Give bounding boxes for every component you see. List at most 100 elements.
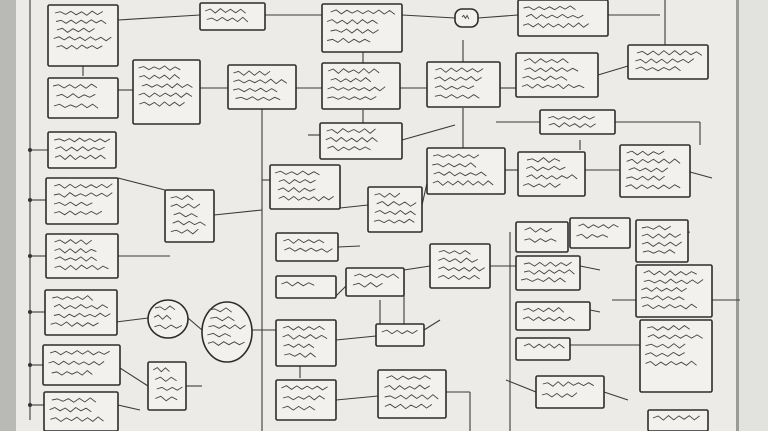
handwritten-text bbox=[153, 314, 172, 320]
handwritten-text bbox=[278, 179, 316, 185]
handwritten-text bbox=[330, 9, 396, 15]
handwritten-text bbox=[278, 195, 334, 202]
handwritten-text bbox=[327, 37, 371, 44]
handwritten-text bbox=[373, 218, 415, 224]
handwritten-text bbox=[54, 154, 106, 161]
handwritten-text bbox=[641, 286, 687, 293]
handwritten-text bbox=[432, 153, 480, 159]
connector-line bbox=[597, 65, 629, 76]
connector-line bbox=[117, 14, 201, 21]
handwritten-text bbox=[520, 277, 566, 283]
connector-line bbox=[579, 265, 601, 271]
handwritten-text bbox=[170, 195, 194, 201]
handwritten-text bbox=[170, 203, 201, 209]
handwritten-text bbox=[50, 416, 104, 423]
handwritten-text bbox=[49, 406, 92, 413]
handwritten-text bbox=[522, 316, 576, 322]
handwritten-text bbox=[284, 247, 333, 253]
connector-line bbox=[403, 265, 431, 271]
junction-dot bbox=[28, 363, 32, 367]
handwritten-text bbox=[330, 77, 372, 83]
handwritten-text bbox=[524, 67, 579, 73]
handwritten-text bbox=[48, 360, 105, 366]
handwritten-text bbox=[206, 16, 249, 23]
flowchart-box bbox=[619, 144, 691, 198]
handwritten-text bbox=[56, 27, 95, 33]
flowchart-box bbox=[47, 131, 117, 169]
whiteboard-frame-left bbox=[0, 0, 16, 431]
connector-line bbox=[117, 404, 141, 411]
flowchart-box bbox=[429, 243, 491, 289]
handwritten-text bbox=[525, 165, 566, 172]
handwritten-text bbox=[138, 92, 193, 98]
handwritten-text bbox=[208, 307, 233, 313]
handwritten-text bbox=[155, 395, 178, 402]
flowchart-box bbox=[515, 337, 571, 361]
flowchart-box bbox=[275, 275, 337, 299]
handwritten-text bbox=[277, 187, 316, 193]
connector-line bbox=[335, 335, 377, 341]
handwritten-text bbox=[233, 87, 278, 93]
flowchart-box bbox=[227, 64, 297, 110]
handwritten-text bbox=[53, 183, 113, 189]
handwritten-text bbox=[52, 83, 98, 89]
handwritten-text bbox=[56, 93, 96, 99]
flowchart-box bbox=[47, 77, 119, 119]
handwritten-text bbox=[207, 332, 232, 338]
handwritten-text bbox=[54, 256, 97, 262]
handwritten-text bbox=[325, 136, 378, 143]
handwritten-text bbox=[284, 352, 316, 358]
connector-line bbox=[603, 391, 629, 401]
handwritten-text bbox=[523, 343, 565, 349]
handwritten-text bbox=[51, 370, 93, 376]
handwritten-text bbox=[641, 233, 682, 239]
flowchart-box bbox=[535, 375, 605, 409]
handwritten-text bbox=[53, 303, 109, 310]
handwritten-text bbox=[274, 170, 320, 176]
handwritten-text bbox=[374, 209, 416, 216]
handwritten-text bbox=[652, 415, 700, 421]
handwritten-text bbox=[281, 385, 328, 391]
handwritten-text bbox=[55, 19, 107, 25]
handwritten-text bbox=[54, 137, 111, 143]
handwritten-text bbox=[53, 192, 113, 198]
handwritten-text bbox=[642, 249, 676, 254]
handwritten-text bbox=[635, 66, 681, 72]
connector-line bbox=[477, 14, 519, 19]
handwritten-text bbox=[235, 96, 281, 101]
handwritten-text bbox=[205, 8, 246, 14]
handwritten-text bbox=[52, 295, 94, 301]
handwritten-text bbox=[524, 238, 557, 243]
flowchart-box bbox=[164, 189, 215, 243]
handwritten-text bbox=[233, 70, 271, 76]
handwritten-text bbox=[434, 94, 480, 99]
junction-dot bbox=[28, 254, 32, 258]
flowchart-box bbox=[647, 409, 709, 431]
junction-dot bbox=[28, 198, 32, 202]
handwritten-text bbox=[438, 266, 485, 272]
handwritten-text bbox=[523, 307, 565, 313]
connector-line bbox=[213, 209, 263, 216]
flowchart-box bbox=[517, 0, 609, 37]
handwritten-text bbox=[526, 157, 561, 163]
flowchart-box bbox=[639, 319, 713, 393]
handwritten-text bbox=[386, 375, 431, 381]
flowchart-box bbox=[44, 289, 118, 336]
connector-line bbox=[401, 124, 456, 141]
handwritten-text bbox=[154, 305, 176, 311]
connector-line bbox=[339, 204, 369, 209]
ellipse-node bbox=[201, 301, 253, 363]
handwritten-text bbox=[156, 386, 183, 391]
handwritten-text bbox=[523, 261, 572, 267]
handwritten-text bbox=[522, 22, 589, 29]
handwritten-text bbox=[643, 270, 697, 276]
flowchart-box bbox=[321, 3, 403, 53]
connector-line bbox=[115, 317, 149, 323]
handwritten-text bbox=[53, 103, 99, 109]
handwritten-text bbox=[352, 282, 383, 288]
handwritten-text bbox=[56, 44, 103, 50]
handwritten-text bbox=[525, 13, 584, 20]
handwritten-text bbox=[438, 257, 478, 264]
flowchart-box bbox=[517, 151, 586, 197]
